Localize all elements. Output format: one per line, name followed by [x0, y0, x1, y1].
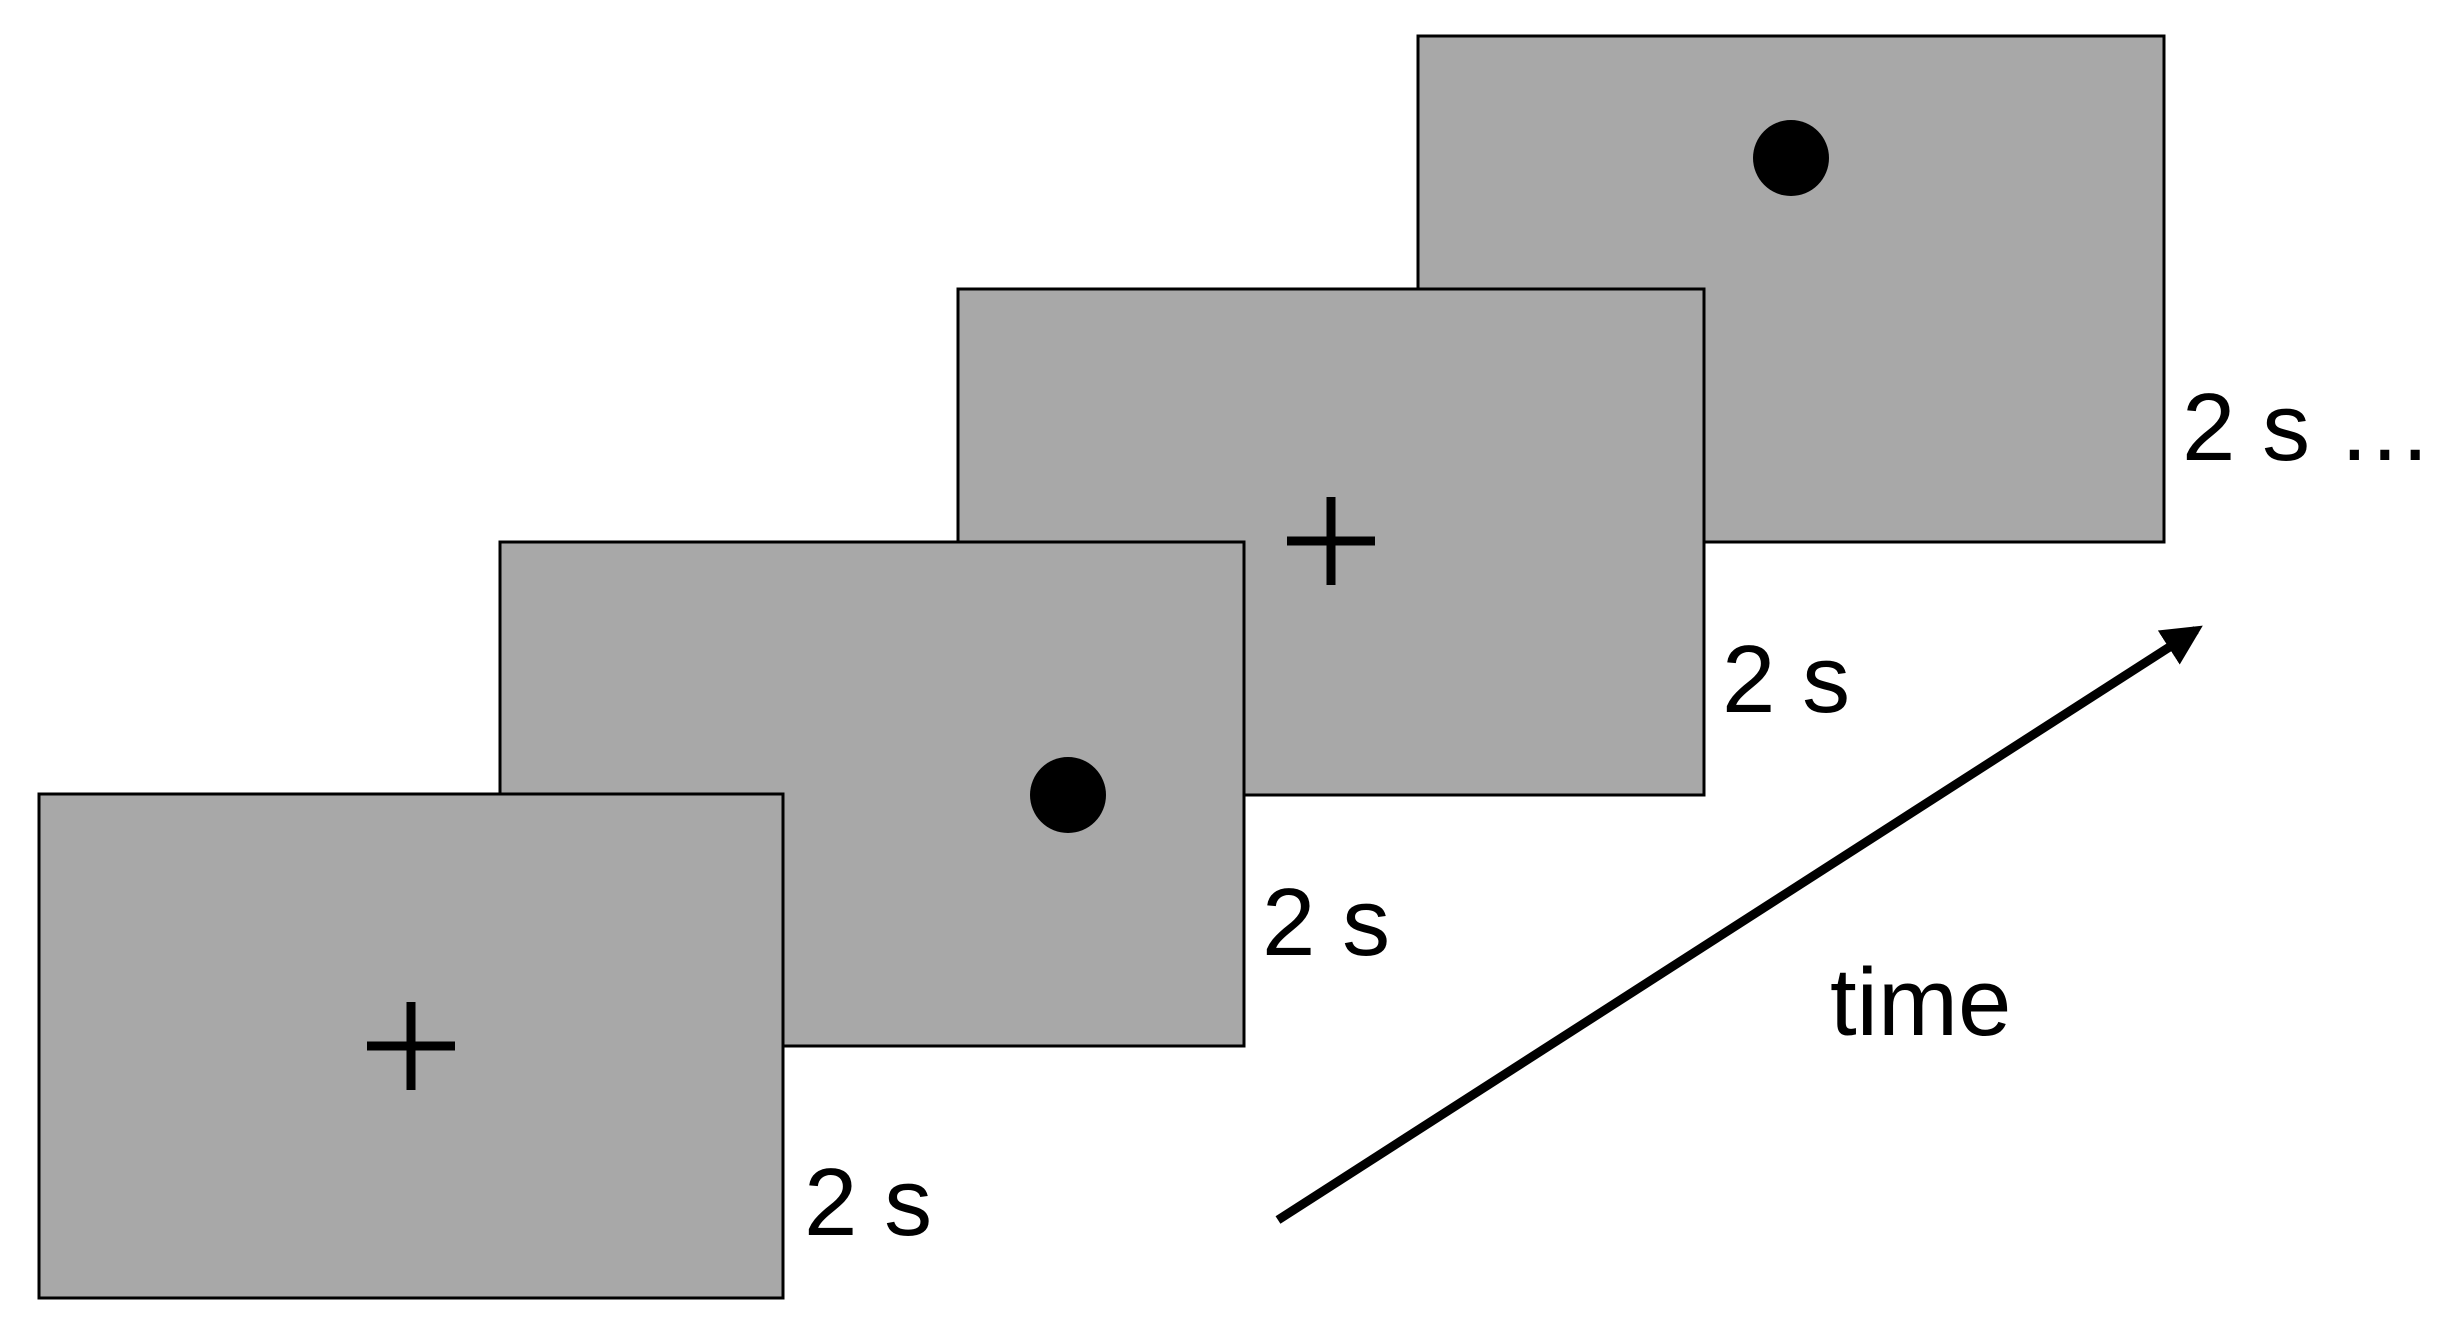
fixation-cross-icon	[1287, 497, 1375, 585]
frame-1-duration-label: 2 s	[804, 1149, 932, 1256]
frame-2-duration-label: 2 s	[1262, 869, 1390, 976]
frame-4-duration-label: 2 s …	[2182, 374, 2433, 481]
fixation-cross-icon	[367, 1002, 455, 1090]
time-label: time	[1830, 949, 2011, 1056]
frame-1: 2 s	[37, 792, 932, 1300]
time-arrow-icon	[1275, 625, 2203, 1224]
dot-stimulus-icon	[1030, 757, 1106, 833]
dot-stimulus-icon	[1753, 120, 1829, 196]
frame-3-duration-label: 2 s	[1722, 626, 1850, 733]
